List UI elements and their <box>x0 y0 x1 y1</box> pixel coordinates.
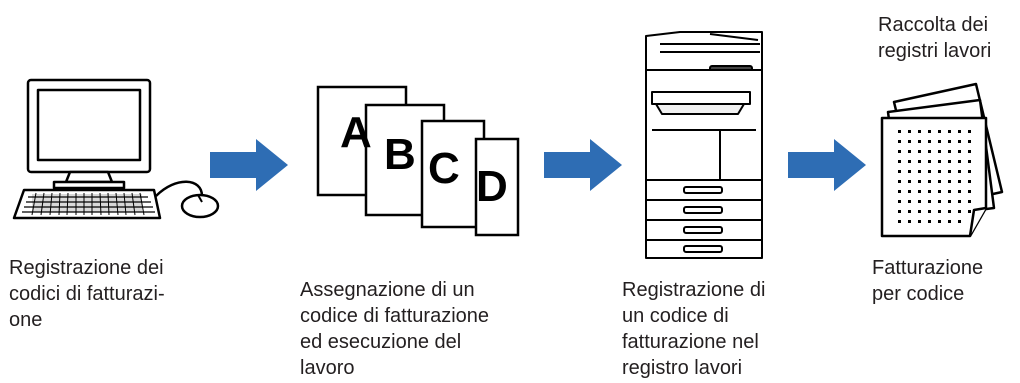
log-dot <box>928 170 931 173</box>
log-dot <box>948 200 951 203</box>
log-dot <box>898 220 901 223</box>
log-dot <box>918 220 921 223</box>
printer-icon <box>645 31 763 259</box>
log-dot <box>908 170 911 173</box>
log-dot <box>958 210 961 213</box>
log-dot <box>968 180 971 183</box>
log-dot <box>938 170 941 173</box>
log-dot <box>968 150 971 153</box>
computer-icon <box>12 78 220 220</box>
log-dot <box>958 130 961 133</box>
log-dot <box>958 150 961 153</box>
page-letter-b: B <box>384 130 416 179</box>
page-letter-c: C <box>428 144 460 193</box>
log-dot <box>938 220 941 223</box>
log-dot <box>958 220 961 223</box>
arrow-right-icon <box>544 139 622 191</box>
log-dot <box>928 130 931 133</box>
step-4-caption: Fatturazione per codice <box>872 257 984 305</box>
log-dot <box>918 130 921 133</box>
log-dot <box>948 170 951 173</box>
log-dot <box>898 200 901 203</box>
log-dot <box>898 140 901 143</box>
step-2-caption: Assegnazione di un codice di fatturazion… <box>300 279 490 379</box>
log-dot <box>968 160 971 163</box>
log-dot <box>938 140 941 143</box>
log-dot <box>948 130 951 133</box>
log-dot <box>938 200 941 203</box>
log-dot <box>948 160 951 163</box>
log-dot <box>958 170 961 173</box>
log-dot <box>918 170 921 173</box>
log-dot <box>928 140 931 143</box>
log-dot <box>938 190 941 193</box>
log-dot <box>898 180 901 183</box>
log-dot <box>908 220 911 223</box>
log-dot <box>908 160 911 163</box>
log-dot <box>958 180 961 183</box>
log-dot <box>938 150 941 153</box>
log-dot <box>908 180 911 183</box>
log-dot <box>938 180 941 183</box>
log-dot <box>928 210 931 213</box>
log-dot <box>958 140 961 143</box>
step-3-caption: Registrazione di un codice di fatturazio… <box>622 279 766 379</box>
log-dot <box>908 200 911 203</box>
log-dot <box>938 210 941 213</box>
log-dot <box>908 140 911 143</box>
step-1-caption: Registrazione dei codici di fatturazi- o… <box>9 257 165 331</box>
log-dot <box>908 150 911 153</box>
log-dot <box>948 220 951 223</box>
log-dot <box>958 190 961 193</box>
documents-icon: A B C D <box>316 85 520 237</box>
log-dot <box>948 180 951 183</box>
job-log-icon <box>880 82 1004 238</box>
log-dot <box>948 190 951 193</box>
log-dot <box>928 180 931 183</box>
log-dot <box>918 180 921 183</box>
arrow-right-icon <box>210 139 288 191</box>
log-dot <box>968 130 971 133</box>
log-dot <box>898 190 901 193</box>
log-dot <box>928 190 931 193</box>
log-dot <box>918 150 921 153</box>
log-dot <box>928 150 931 153</box>
log-dot <box>968 210 971 213</box>
log-dot <box>898 150 901 153</box>
log-dot <box>898 160 901 163</box>
log-dot <box>918 210 921 213</box>
log-dot <box>918 190 921 193</box>
log-dot <box>938 130 941 133</box>
log-dot <box>948 210 951 213</box>
log-dot <box>898 130 901 133</box>
log-dot <box>898 170 901 173</box>
log-dot <box>898 210 901 213</box>
log-dot <box>938 160 941 163</box>
page-letter-d: D <box>476 162 508 211</box>
log-dot <box>908 130 911 133</box>
log-dot <box>968 200 971 203</box>
log-dot <box>948 140 951 143</box>
log-dot <box>968 190 971 193</box>
log-dot <box>908 210 911 213</box>
log-dot <box>928 220 931 223</box>
log-dot <box>928 160 931 163</box>
log-dot <box>918 200 921 203</box>
page-letter-a: A <box>340 108 372 157</box>
log-dot <box>928 200 931 203</box>
arrow-right-icon <box>788 139 866 191</box>
log-dot <box>958 200 961 203</box>
log-dot <box>918 140 921 143</box>
log-dot <box>968 140 971 143</box>
log-dot <box>908 190 911 193</box>
log-dot <box>948 150 951 153</box>
log-dot <box>918 160 921 163</box>
log-dot <box>968 170 971 173</box>
log-dot <box>958 160 961 163</box>
step-4-top-label: Raccolta dei registri lavori <box>878 14 992 62</box>
